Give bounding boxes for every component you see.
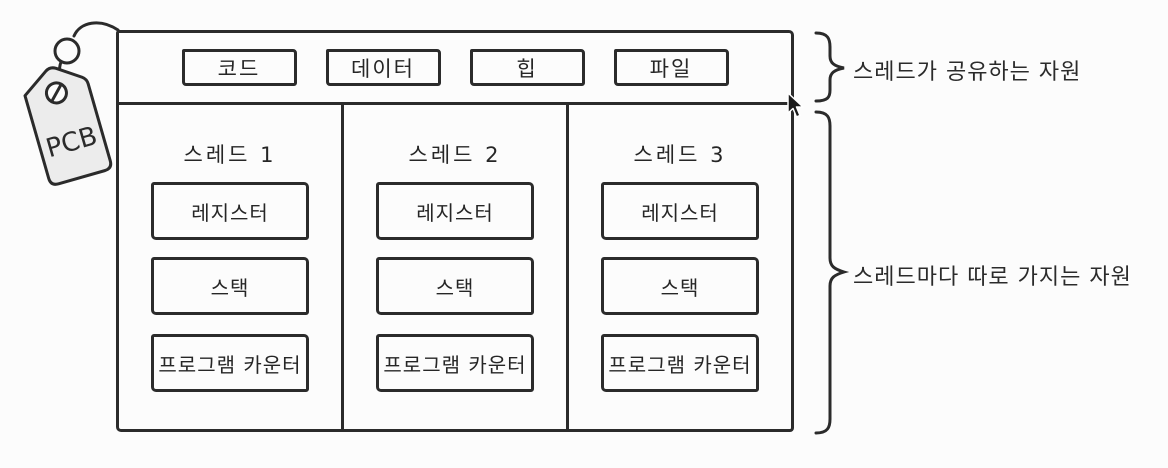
thread-1-title: 스레드 1 (183, 143, 277, 167)
brace-shared-resources (814, 31, 845, 103)
mouse-cursor-icon (787, 92, 804, 118)
thread-column-1: 스레드 1 레지스터 스택 프로그램 카운터 (119, 105, 344, 429)
threads-section: 스레드 1 레지스터 스택 프로그램 카운터 스레드 2 레지스터 스택 프로그… (119, 105, 791, 429)
thread-1-register-box: 레지스터 (151, 182, 309, 240)
shared-resource-code: 코드 (181, 49, 297, 86)
shared-resources-annotation: 스레드가 공유하는 자원 (853, 60, 1082, 85)
brace-per-thread-resources (814, 110, 850, 435)
thread-1-program-counter-box: 프로그램 카운터 (151, 334, 309, 392)
shared-resource-heap: 힙 (469, 49, 585, 86)
thread-3-program-counter-box: 프로그램 카운터 (601, 334, 759, 392)
thread-3-title: 스레드 3 (633, 143, 727, 167)
pcb-tag: PCB (23, 21, 120, 186)
process-box: 코드 데이터 힙 파일 스레드 1 레지스터 스택 프로그램 카운터 스레드 2… (116, 30, 794, 432)
thread-2-program-counter-box: 프로그램 카운터 (376, 334, 534, 392)
thread-2-title: 스레드 2 (408, 143, 502, 167)
shared-resources-section: 코드 데이터 힙 파일 (119, 33, 791, 105)
thread-column-3: 스레드 3 레지스터 스택 프로그램 카운터 (569, 105, 791, 429)
tag-shape: PCB (23, 66, 113, 186)
tag-string (72, 21, 120, 38)
thread-2-stack-box: 스택 (376, 257, 534, 315)
shared-resource-data: 데이터 (325, 49, 441, 86)
tag-string-loop (53, 37, 81, 65)
shared-resource-file: 파일 (613, 49, 729, 86)
per-thread-resources-annotation: 스레드마다 따로 가지는 자원 (853, 265, 1132, 290)
thread-3-stack-box: 스택 (601, 257, 759, 315)
thread-column-2: 스레드 2 레지스터 스택 프로그램 카운터 (344, 105, 569, 429)
thread-2-register-box: 레지스터 (376, 182, 534, 240)
thread-3-register-box: 레지스터 (601, 182, 759, 240)
thread-1-stack-box: 스택 (151, 257, 309, 315)
